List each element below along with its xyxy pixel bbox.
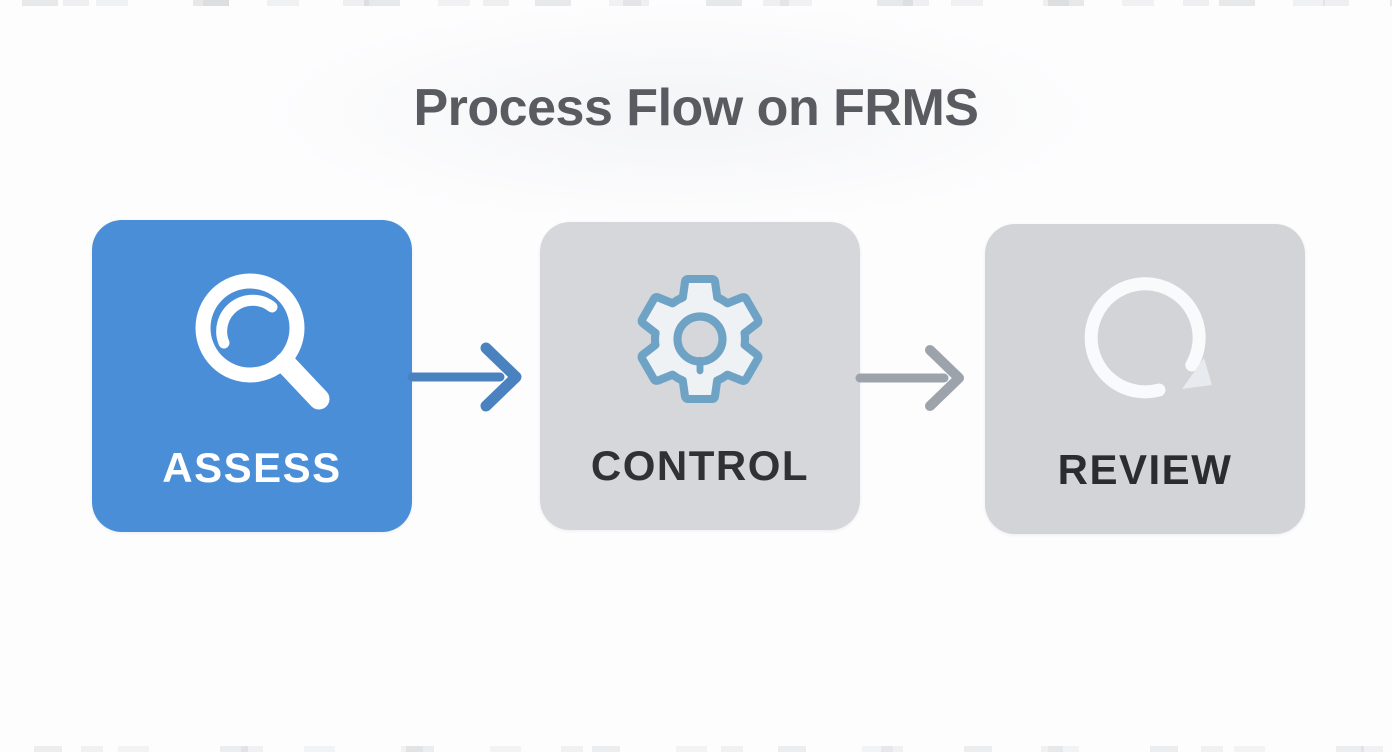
- cropped-content-artifact-bottom: [0, 746, 1392, 752]
- gear-icon: [637, 274, 763, 404]
- step-box-control: CONTROL: [540, 222, 860, 530]
- step-box-assess: ASSESS: [92, 220, 412, 532]
- page-title: Process Flow on FRMS: [413, 79, 979, 137]
- step-label-assess: ASSESS: [162, 444, 342, 491]
- step-label-review: REVIEW: [1057, 446, 1233, 493]
- magnifier-icon: [195, 273, 330, 410]
- step-box-review: REVIEW: [985, 224, 1305, 534]
- flow-arrow-control-to-review: [855, 345, 964, 411]
- cropped-content-artifact-top: [0, 0, 1392, 6]
- step-label-control: CONTROL: [590, 442, 810, 489]
- refresh-icon: [1084, 277, 1212, 399]
- flow-arrow-assess-to-control: [407, 342, 522, 412]
